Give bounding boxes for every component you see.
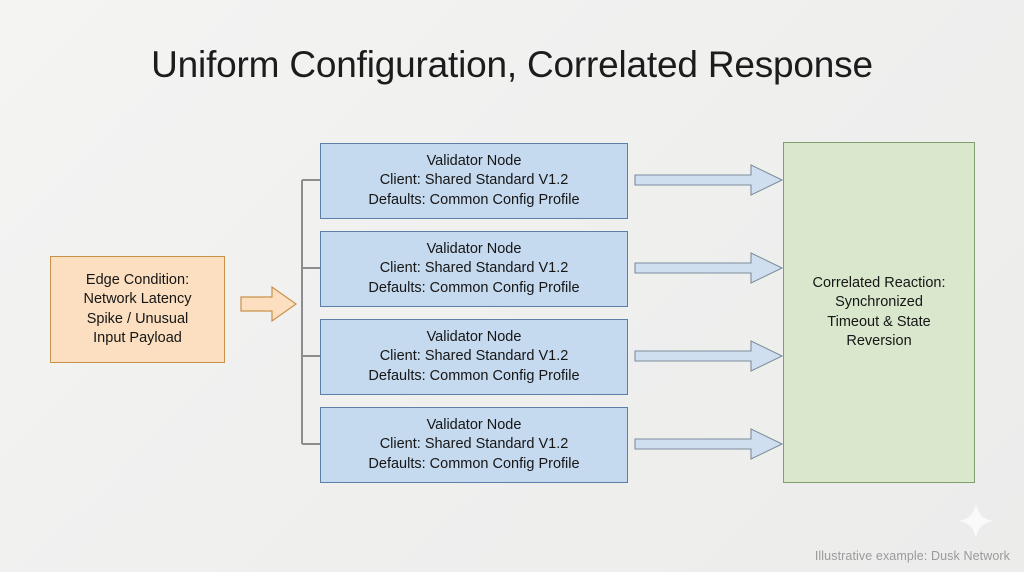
page-title: Uniform Configuration, Correlated Respon… bbox=[151, 44, 873, 85]
validator-node-title-2: Validator Node bbox=[426, 241, 522, 258]
validator-node-client-2: Client: Shared Standard V1.2 bbox=[379, 260, 569, 277]
reaction-line-1: Correlated Reaction: bbox=[812, 275, 946, 292]
validator-node-client-4: Client: Shared Standard V1.2 bbox=[379, 436, 569, 453]
validator-node-client-1: Client: Shared Standard V1.2 bbox=[379, 172, 569, 189]
reaction-line-3: Timeout & State bbox=[827, 313, 931, 330]
reaction-line-2: Synchronized bbox=[835, 294, 923, 311]
edge-condition-line-1: Edge Condition: bbox=[85, 272, 190, 289]
tree-branch-connector bbox=[301, 179, 320, 445]
edge-condition-line-4: Input Payload bbox=[93, 329, 182, 346]
validator-node-client-3: Client: Shared Standard V1.2 bbox=[379, 348, 569, 365]
reaction-line-4: Reversion bbox=[846, 332, 912, 349]
blue-right-arrow-icon-3 bbox=[634, 340, 784, 372]
edge-condition-box: Edge Condition: Network Latency Spike / … bbox=[50, 256, 225, 363]
correlated-reaction-box: Correlated Reaction: Synchronized Timeou… bbox=[783, 142, 975, 483]
validator-node-box-3: Validator Node Client: Shared Standard V… bbox=[320, 319, 628, 395]
validator-node-box-2: Validator Node Client: Shared Standard V… bbox=[320, 231, 628, 307]
orange-right-arrow-icon bbox=[240, 285, 298, 323]
validator-node-title-3: Validator Node bbox=[426, 329, 522, 346]
validator-node-defaults-2: Defaults: Common Config Profile bbox=[368, 279, 580, 296]
edge-condition-line-2: Network Latency bbox=[83, 291, 192, 308]
validator-node-defaults-4: Defaults: Common Config Profile bbox=[368, 455, 580, 472]
footer-caption: Illustrative example: Dusk Network bbox=[814, 549, 1010, 563]
validator-node-title-4: Validator Node bbox=[426, 417, 522, 434]
blue-right-arrow-icon-1 bbox=[634, 164, 784, 196]
edge-condition-line-3: Spike / Unusual bbox=[86, 310, 189, 327]
validator-node-box-4: Validator Node Client: Shared Standard V… bbox=[320, 407, 628, 483]
blue-right-arrow-icon-4 bbox=[634, 428, 784, 460]
validator-node-defaults-3: Defaults: Common Config Profile bbox=[368, 367, 580, 384]
blue-right-arrow-icon-2 bbox=[634, 252, 784, 284]
validator-node-box-1: Validator Node Client: Shared Standard V… bbox=[320, 143, 628, 219]
sparkle-icon bbox=[957, 502, 995, 540]
validator-node-defaults-1: Defaults: Common Config Profile bbox=[368, 191, 580, 208]
validator-node-title-1: Validator Node bbox=[426, 153, 522, 170]
